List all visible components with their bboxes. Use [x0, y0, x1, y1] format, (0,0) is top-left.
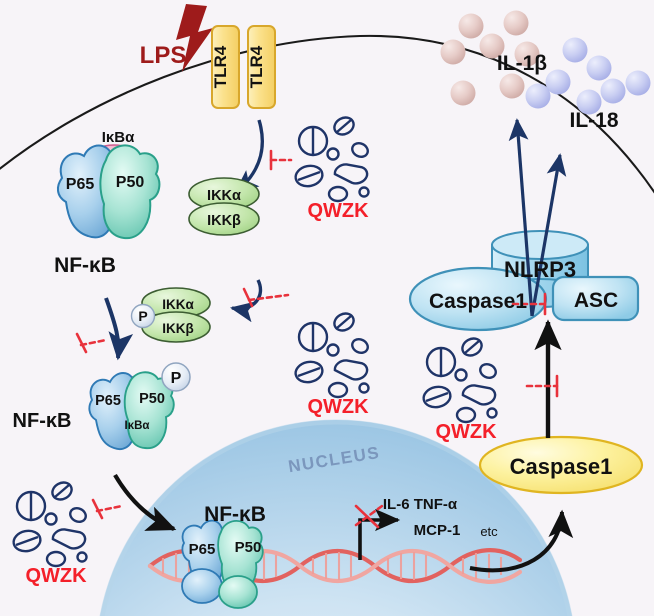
ikk-beta-phospho-label: IKKβ: [162, 321, 194, 336]
lightning-bolt-icon: [176, 4, 213, 72]
nfkb-phospho-label: NF-κB: [13, 410, 72, 432]
ikba-phospho-label: IκBα: [125, 420, 150, 432]
qwzk-particles-membrane: [294, 116, 370, 203]
il1b-label: IL-1β: [497, 52, 547, 75]
phospho-group-ikk: [130, 303, 156, 329]
il18-particle: [576, 89, 602, 115]
nfkb-cytoplasmic-label: NF-κB: [54, 254, 116, 277]
il1b-particle: [503, 10, 529, 36]
arrow-nfkb-activation: [104, 297, 134, 361]
il1b-particle: [450, 80, 476, 106]
asc-label: ASC: [574, 289, 618, 312]
arrow-to-phospho-ikk: [229, 279, 263, 323]
tlr4-receptor-left[interactable]: [211, 25, 240, 109]
ikk-phospho-complex: [130, 287, 211, 343]
p50-nuclear-subunit: [217, 520, 264, 591]
tlr4-label-left: TLR4: [211, 45, 230, 88]
nucleus-edge: [99, 419, 573, 616]
phospho-group-nfkb: [161, 362, 191, 392]
il18-particle: [600, 78, 626, 104]
gene-products-line1: IL-6 TNF-α: [383, 496, 458, 513]
tlr4-receptor-right[interactable]: [247, 25, 276, 109]
il18-particle-cluster: [525, 37, 651, 115]
p50-nuclear-foot: [218, 575, 258, 609]
inhibition-symbol-caspase: [525, 374, 559, 398]
qwzk-label-caspase: QWZK: [435, 421, 497, 443]
arrow-dna-to-procaspase: [469, 509, 574, 573]
p65-phospho-label: P65: [95, 393, 121, 409]
arrow-il18-release: [530, 153, 567, 317]
nfkb-cytoplasmic-complex: [56, 144, 161, 240]
il18-label: IL-18: [569, 109, 618, 132]
il1b-particle-cluster: [440, 10, 540, 106]
qwzk-label-nucleus: QWZK: [25, 565, 87, 587]
p50-nuclear-label: P50: [235, 539, 262, 556]
il18-particle: [525, 83, 551, 109]
p65-nuclear-foot: [181, 568, 223, 604]
inhibition-symbol-nfkb: [75, 332, 108, 354]
p50-phospho-label: P50: [139, 391, 165, 407]
nfkb-phospho-complex: [88, 362, 191, 451]
nfkb-nuclear-complex: [181, 519, 264, 609]
ikk-alpha-phospho-label: IKKα: [162, 297, 194, 312]
gene-products-line2: MCP-1: [414, 522, 461, 539]
tlr4-label-right: TLR4: [247, 45, 266, 88]
phospho-label-nfkb: P: [171, 370, 182, 387]
inhibition-symbol-cytokine: [511, 292, 547, 316]
ikk-alpha-label: IKKα: [207, 188, 241, 204]
qwzk-particles-ikk: [294, 312, 370, 399]
transcription-arrow: [358, 508, 401, 560]
qwzk-particles-nucleus: [12, 481, 88, 568]
inhibition-symbol-translocation: [91, 498, 124, 520]
arrow-nuclear-translocation: [113, 473, 177, 531]
qwzk-label-membrane: QWZK: [307, 200, 369, 222]
il1b-particle: [479, 33, 505, 59]
phospho-label-ikk: P: [138, 308, 147, 324]
ikk-beta-body: [188, 202, 260, 236]
p50-subunit: [99, 144, 161, 240]
il1b-particle: [440, 39, 466, 65]
pro-caspase1-body[interactable]: [478, 435, 644, 495]
il1b-particle: [458, 13, 484, 39]
ikba-label: IκBα: [102, 129, 135, 146]
p65-nuclear-label: P65: [189, 541, 216, 558]
p50-phospho-subunit: [123, 371, 175, 449]
asc-body[interactable]: [551, 275, 640, 322]
inhibition-symbol-ikk: [242, 287, 290, 308]
lps-label: LPS: [140, 42, 187, 69]
nfkb-nuclear-label: NF-κB: [204, 503, 266, 526]
p65-label: P65: [66, 176, 95, 193]
inhibition-symbol-tlr4: [269, 149, 293, 171]
il18-particle: [625, 70, 651, 96]
qwzk-particles-caspase: [422, 337, 498, 424]
il1b-particle: [499, 73, 525, 99]
arrow-il1b-release: [508, 118, 534, 317]
pro-caspase1-label: Caspase1: [510, 454, 613, 479]
il18-particle: [562, 37, 588, 63]
il18-particle: [545, 69, 571, 95]
caspase1-active-label: Caspase1: [429, 290, 527, 313]
nlrp3-label: NLRP3: [504, 257, 576, 282]
inhibition-symbol-transcription: [354, 504, 384, 529]
ikk-beta-label: IKKβ: [207, 213, 241, 229]
qwzk-label-ikk: QWZK: [307, 396, 369, 418]
il1b-particle: [514, 41, 540, 67]
p50-label: P50: [116, 174, 145, 191]
il18-particle: [586, 55, 612, 81]
gene-products-etc: etc: [480, 524, 498, 539]
